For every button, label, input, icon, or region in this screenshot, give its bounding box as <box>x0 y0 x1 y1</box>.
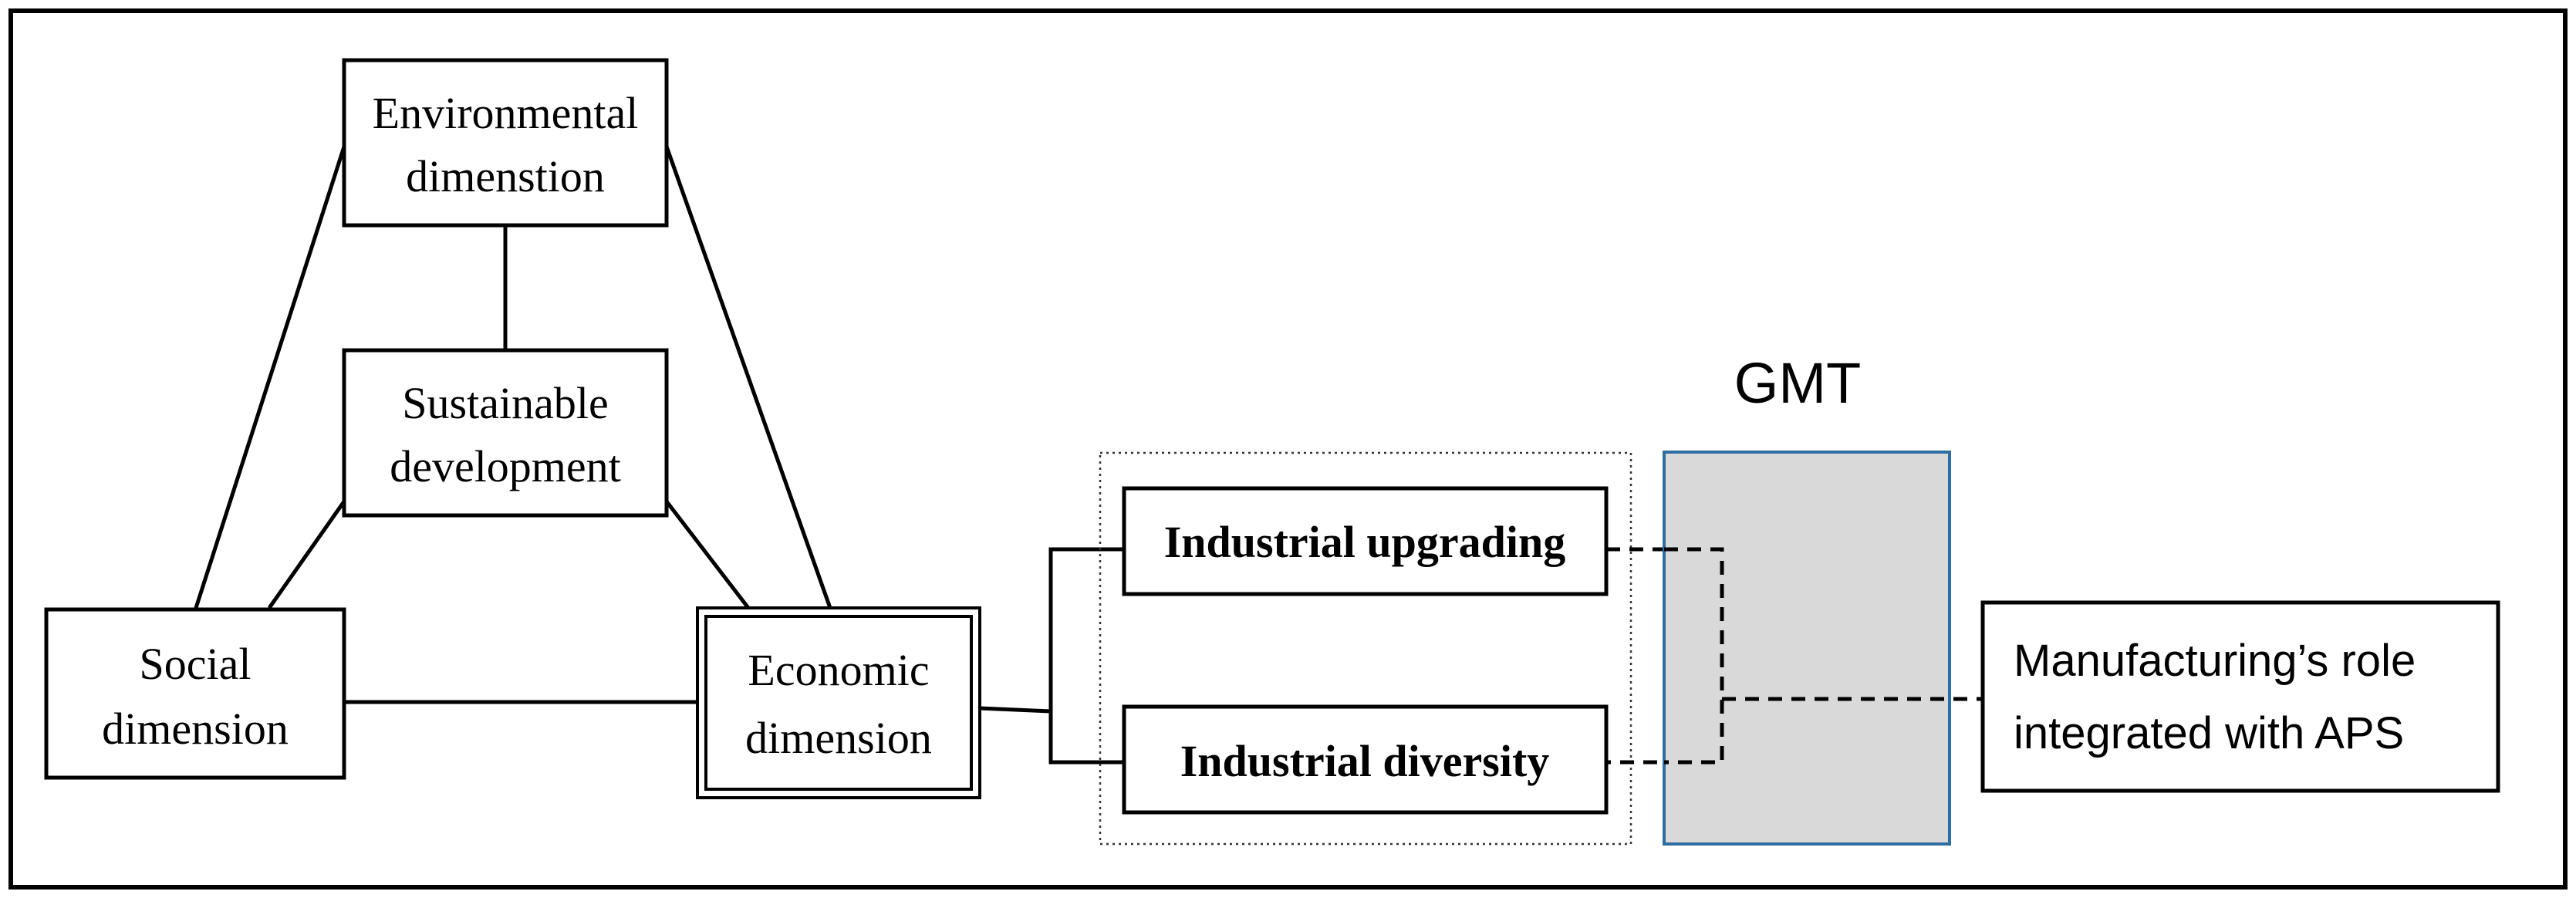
gmt-box <box>1663 451 1951 846</box>
node-social-line2: dimension <box>102 704 289 754</box>
dashed-link-inside-gmt <box>1664 547 1724 765</box>
node-diversity-label: Industrial diversity <box>1180 736 1550 786</box>
node-economic-line1: Economic <box>748 645 929 695</box>
industrial-group-frame <box>1099 451 1632 846</box>
node-environmental-line2: dimenstion <box>406 151 605 201</box>
node-social-line1: Social <box>140 639 252 689</box>
node-manufacturing-line2: integrated with APS <box>2014 708 2404 758</box>
connector-sustainable-social <box>267 500 346 609</box>
node-manufacturing: Manufacturing’s role integrated with APS <box>1980 600 2500 793</box>
node-environmental-line1: Environmental <box>373 88 639 138</box>
node-economic: Economic dimension <box>696 606 981 799</box>
node-diversity: Industrial diversity <box>1122 704 1609 815</box>
node-upgrading: Industrial upgrading <box>1122 486 1609 596</box>
node-sustainable-line1: Sustainable <box>402 378 608 428</box>
node-social: Social dimension <box>44 607 346 780</box>
connector-sustainable-economic <box>665 500 750 609</box>
connector-env-social <box>194 146 346 609</box>
node-manufacturing-line1: Manufacturing’s role <box>2014 636 2416 686</box>
node-upgrading-label: Industrial upgrading <box>1164 517 1566 567</box>
node-environmental: Environmental dimenstion <box>342 58 669 228</box>
gmt-label: GMT <box>1734 351 1861 415</box>
node-sustainable: Sustainable development <box>342 348 669 518</box>
node-sustainable-line2: development <box>390 441 621 491</box>
connector-env-economic <box>664 146 832 609</box>
connector-economic-branch <box>979 706 1052 714</box>
node-economic-line2: dimension <box>745 713 932 763</box>
connector-branch-fork <box>1048 547 1124 765</box>
outer-frame <box>8 8 2568 890</box>
